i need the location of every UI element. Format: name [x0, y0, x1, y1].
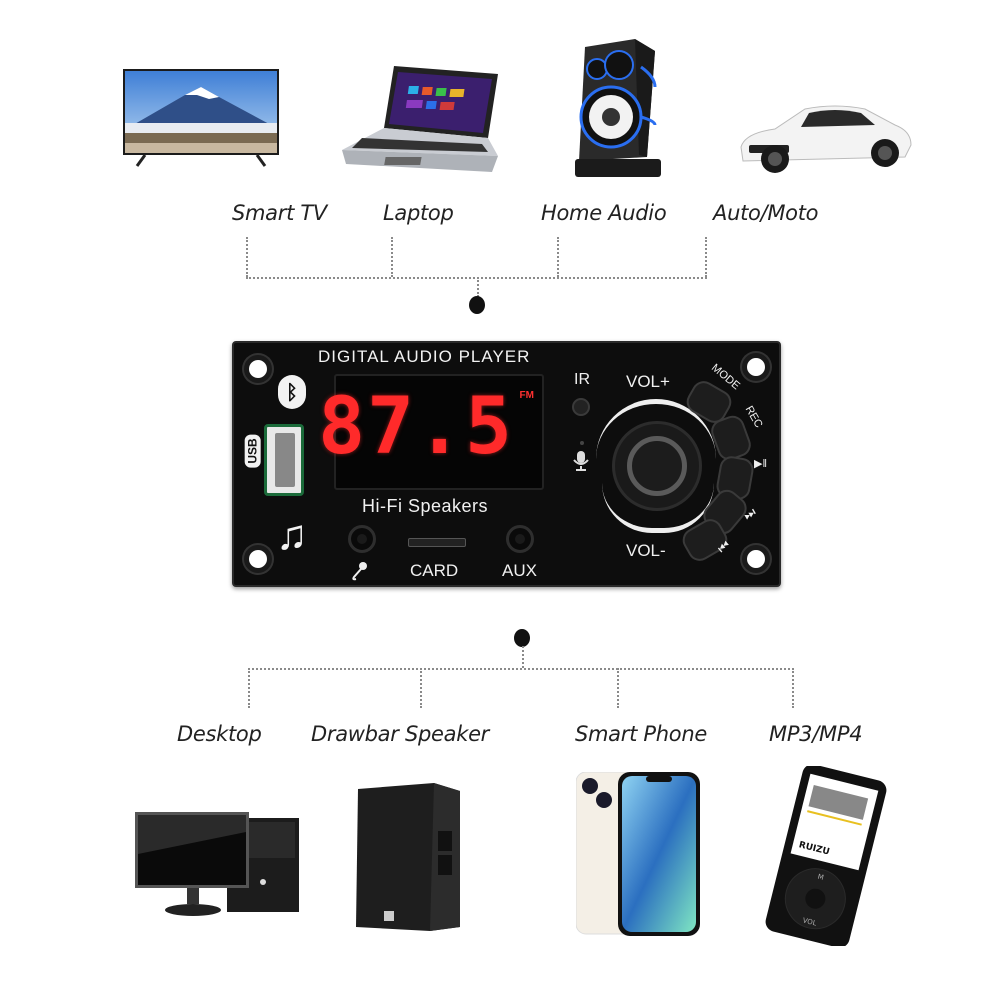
mounting-hole — [244, 355, 272, 383]
sports-car-image — [735, 95, 915, 177]
mic-jack[interactable] — [348, 525, 376, 553]
drawbar-speaker-image — [354, 781, 464, 933]
bottom-label-drawbar-speaker: Drawbar Speaker — [311, 722, 490, 746]
mounting-hole — [742, 545, 770, 573]
usb-port[interactable] — [264, 424, 304, 496]
hifi-speakers-label: Hi-Fi Speakers — [362, 496, 489, 516]
connector-line — [705, 237, 707, 277]
bottom-label-smart-phone: Smart Phone — [575, 722, 707, 746]
ir-label: IR — [574, 371, 590, 388]
top-label-home-audio: Home Audio — [541, 201, 667, 225]
card-label: CARD — [410, 561, 459, 580]
microphone-icon — [572, 450, 590, 476]
mounting-hole — [244, 545, 272, 573]
mic-hole — [580, 441, 584, 445]
connector-node — [514, 629, 530, 647]
laptop-image — [342, 64, 500, 182]
connector-line — [248, 668, 794, 670]
vol-down-arc — [602, 483, 714, 533]
aux-label: AUX — [502, 561, 537, 580]
ir-receiver — [572, 398, 590, 416]
connector-line — [522, 646, 524, 668]
top-label-smart-tv: Smart TV — [232, 201, 327, 225]
connector-line — [246, 237, 248, 277]
play-pause-icon: ▶‖ — [754, 458, 768, 470]
bottom-label-mp3-mp4: MP3/MP4 — [769, 722, 863, 746]
music-note-icon: ♫ — [276, 511, 308, 558]
next-icon: ⏭ — [740, 504, 759, 523]
usb-label: USB — [244, 434, 261, 468]
connector-line — [420, 668, 422, 708]
smart-tv-image — [123, 69, 279, 167]
sd-card-slot[interactable] — [408, 538, 466, 547]
connector-line — [246, 277, 707, 279]
aux-jack[interactable] — [506, 525, 534, 553]
connector-line — [557, 237, 559, 277]
connector-line — [617, 668, 619, 708]
band-indicator: FM — [519, 390, 534, 401]
connector-line — [477, 277, 479, 297]
top-label-laptop: Laptop — [383, 201, 454, 225]
svg-text:M: M — [817, 873, 825, 882]
vol-up-label: VOL+ — [626, 372, 670, 391]
mounting-hole — [742, 353, 770, 381]
desktop-computer-image — [135, 812, 305, 920]
connector-node — [469, 296, 485, 314]
led-display: 87.5 FM — [318, 374, 544, 490]
bluetooth-icon: ᛒ — [278, 375, 306, 409]
svg-text:VOL: VOL — [802, 916, 818, 927]
smartphone-image — [575, 771, 700, 936]
rec-label: REC — [742, 403, 765, 431]
frequency-display: 87.5 — [318, 382, 514, 472]
top-label-auto-moto: Auto/Moto — [713, 201, 819, 225]
mic-icon — [350, 561, 370, 586]
vol-down-label: VOL- — [626, 541, 666, 560]
digital-audio-player-panel: DIGITAL AUDIO PLAYER ᛒ USB ♫ 87.5 FM Hi-… — [232, 341, 781, 587]
bottom-label-desktop: Desktop — [177, 722, 262, 746]
panel-title: DIGITAL AUDIO PLAYER — [318, 347, 531, 366]
connector-line — [792, 668, 794, 708]
vol-up-arc — [596, 399, 716, 459]
mp3-player-image: RUIZU M VOL — [761, 764, 891, 948]
connector-line — [391, 237, 393, 277]
home-audio-speaker-image — [575, 37, 665, 181]
connector-line — [248, 668, 250, 708]
